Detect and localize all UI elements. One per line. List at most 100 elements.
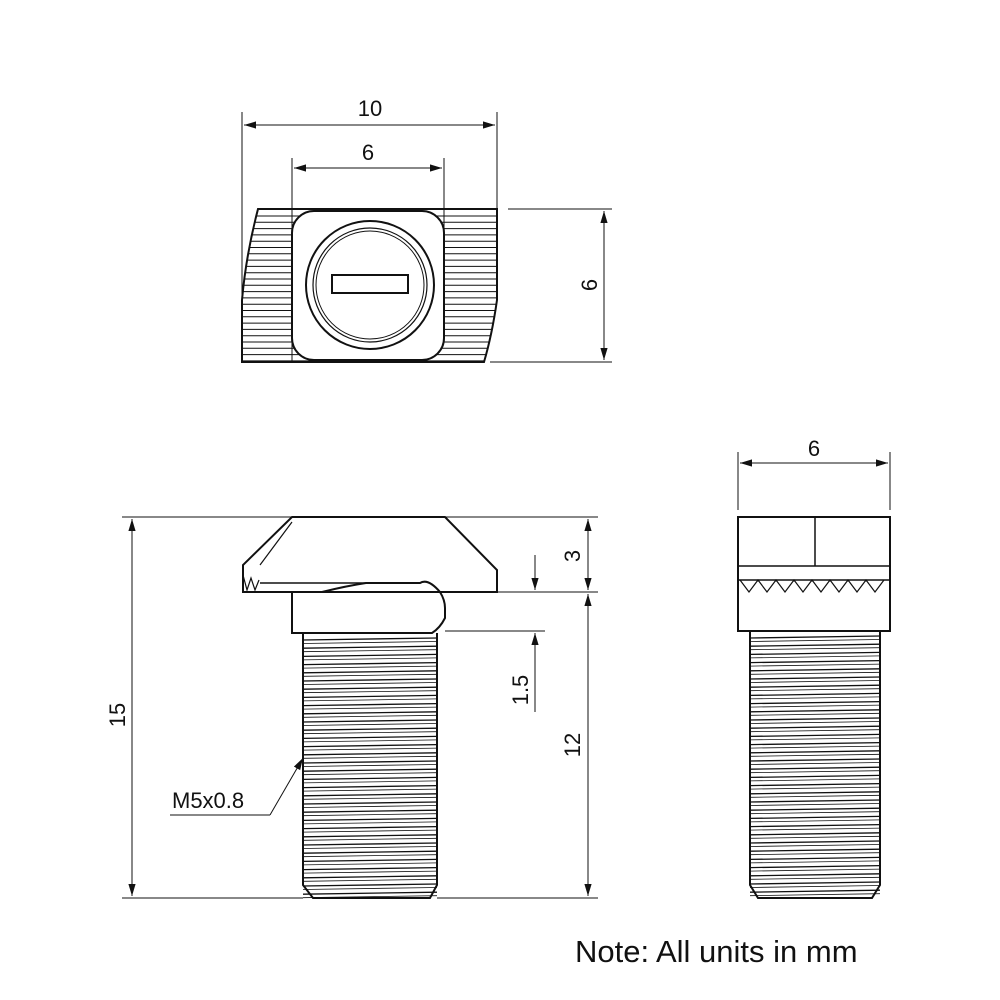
hatch-line xyxy=(749,758,881,762)
hatch-line xyxy=(749,704,881,708)
hatch-line xyxy=(749,729,881,733)
side-head xyxy=(737,516,891,632)
dim-total-length: 15 xyxy=(105,516,303,899)
hatch-line xyxy=(749,762,881,765)
hatch-line xyxy=(749,868,881,872)
hatch-line xyxy=(302,801,438,805)
hatch-line xyxy=(302,846,438,849)
hatch-line xyxy=(749,835,881,839)
hatch-line xyxy=(302,768,438,772)
hatch-line xyxy=(749,700,881,705)
hatch-line xyxy=(302,743,438,748)
hatch-line xyxy=(749,643,881,647)
front-view: M5x0.8 15 3 1.5 12 xyxy=(105,516,598,899)
hatch-line xyxy=(302,682,438,685)
hatch-line xyxy=(749,893,881,897)
hatch-line xyxy=(749,668,881,672)
hatch-line xyxy=(302,829,438,833)
hatch-line xyxy=(749,889,881,893)
hatch-line xyxy=(302,887,438,890)
hatch-line xyxy=(749,827,881,831)
hatch-line xyxy=(302,813,438,817)
hatch-line xyxy=(302,735,438,740)
dim-label-6-top: 6 xyxy=(362,140,374,165)
hatch-line xyxy=(302,772,438,776)
hatch-line xyxy=(749,844,881,847)
hatch-line xyxy=(749,651,881,656)
hatch-line xyxy=(302,678,438,682)
hatch-line xyxy=(749,712,881,716)
hatch-line xyxy=(749,655,881,659)
hatch-line xyxy=(302,776,438,781)
hatch-line xyxy=(302,706,438,710)
dim-label-6-height: 6 xyxy=(577,279,602,291)
hatch-line xyxy=(749,745,881,749)
hatch-line xyxy=(749,717,881,721)
hatch-line xyxy=(302,670,438,674)
hatch-line xyxy=(302,805,438,808)
hatch-line xyxy=(749,684,881,688)
hatch-line xyxy=(302,796,438,800)
hatch-line xyxy=(749,741,881,746)
hatch-line xyxy=(302,878,438,882)
hatch-line xyxy=(749,692,881,697)
dim-slot-width: 6 xyxy=(291,140,445,362)
hatch-line xyxy=(749,819,881,823)
hatch-line xyxy=(749,725,881,729)
hatch-line xyxy=(302,809,438,813)
dim-label-15: 15 xyxy=(105,703,130,727)
dim-head-height: 3 xyxy=(445,516,598,593)
dim-label-12: 12 xyxy=(560,733,585,757)
hatch-line xyxy=(749,753,881,757)
hatch-line xyxy=(749,794,881,798)
hatch-line xyxy=(302,702,438,707)
dim-nut-height: 6 xyxy=(490,208,612,363)
side-thread-lines xyxy=(749,635,881,897)
head-profile xyxy=(242,516,498,634)
dim-label-1-5: 1.5 xyxy=(508,675,533,706)
hatch-line xyxy=(302,731,438,735)
hatch-line xyxy=(302,834,438,838)
dim-overall-width: 10 xyxy=(241,96,498,362)
hatch-line xyxy=(302,817,438,822)
hatch-line xyxy=(749,786,881,790)
hatch-line xyxy=(749,709,881,713)
hatch-line xyxy=(749,803,881,806)
hatch-line xyxy=(302,866,438,871)
thread-spec-leader: M5x0.8 xyxy=(170,757,304,816)
hatch-line xyxy=(749,750,881,754)
hatch-line xyxy=(749,881,881,885)
hatch-line xyxy=(749,799,881,803)
hatch-line xyxy=(749,823,881,828)
hatch-line xyxy=(749,737,881,741)
dim-label-3: 3 xyxy=(560,550,585,562)
hatch-line xyxy=(302,755,438,759)
hatch-line xyxy=(302,780,438,784)
hatch-line xyxy=(302,760,438,764)
hatch-line xyxy=(302,727,438,731)
hatch-line xyxy=(302,665,438,669)
hatch-line xyxy=(302,784,438,789)
hatch-line xyxy=(302,821,438,825)
hatch-line xyxy=(749,848,881,852)
side-view: 6 xyxy=(737,436,891,899)
hatch-line xyxy=(749,815,881,820)
hatch-line xyxy=(749,876,881,880)
dim-step-height: 1.5 xyxy=(445,555,545,712)
hatch-line xyxy=(749,807,881,811)
hatch-line xyxy=(302,690,438,694)
hatch-line xyxy=(302,686,438,690)
hatch-line xyxy=(302,837,438,841)
hatch-line xyxy=(749,778,881,782)
hatch-line xyxy=(302,842,438,846)
hatch-line xyxy=(749,885,881,888)
thread-body xyxy=(302,633,438,899)
dim-thread-length: 12 xyxy=(437,594,598,899)
hatch-line xyxy=(302,719,438,723)
units-note: Note: All units in mm xyxy=(575,934,858,969)
hatch-line xyxy=(749,791,881,795)
hatch-line xyxy=(749,811,881,815)
hatch-line xyxy=(749,864,881,869)
thread-lines xyxy=(302,637,438,899)
